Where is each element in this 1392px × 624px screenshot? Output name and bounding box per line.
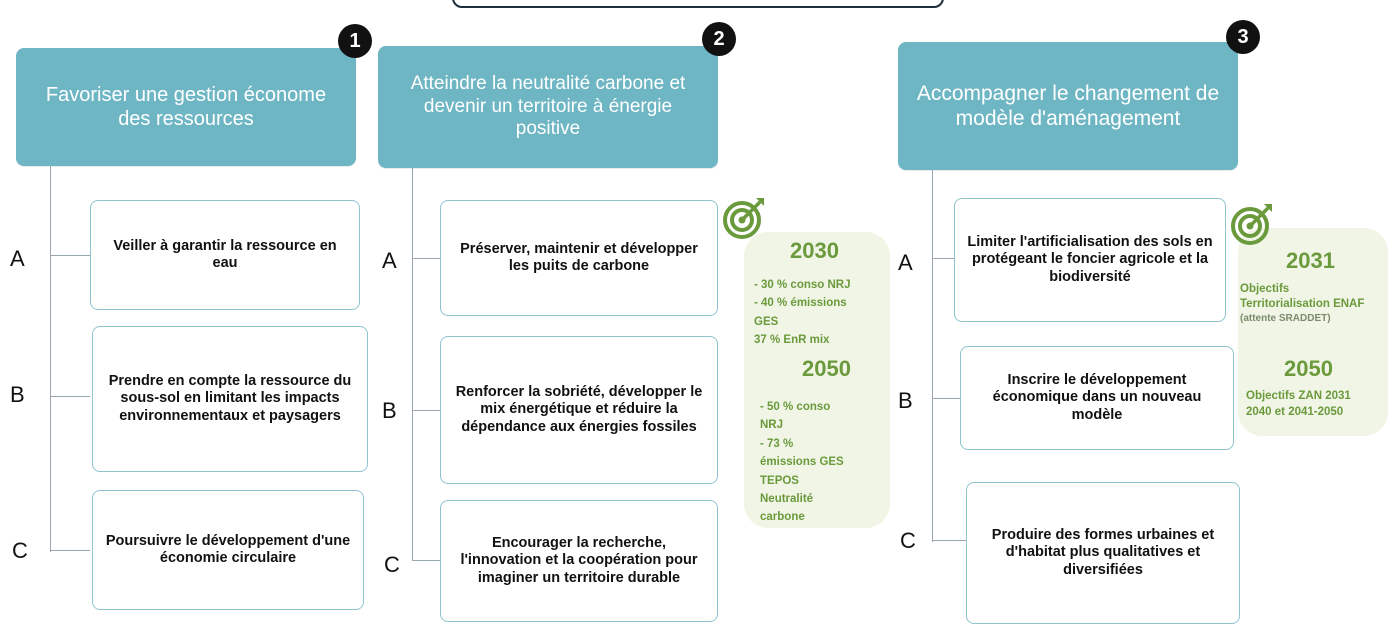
column-1-letter-a: A [10,246,25,271]
column-2-letter-a: A [382,248,397,273]
objective-line: Objectifs [1240,283,1290,295]
objective-line: NRJ [760,419,784,432]
column-1-card-c-text: Poursuivre le développement d'une économ… [105,532,351,566]
column-3-branch-c [932,540,966,541]
objective-line: TEPOS [760,474,799,487]
column-2-branch-c [412,560,440,561]
column-2-objectives-panel [744,232,890,528]
column-3-letter-c: C [900,528,916,553]
column-1-number: 1 [349,29,361,52]
column-1-branch-b [50,396,90,397]
column-1-card-b-text: Prendre en compte la ressource du sous-s… [108,372,352,424]
column-2-branch-a [412,258,440,259]
column-2-objectives-2030-list: - 30 % conso NRJ - 40 % émissions GES 37… [754,276,851,350]
column-3-letter-b: B [898,388,913,413]
column-3-objective-year-2050: 2050 [1284,356,1333,381]
column-2-letter-b: B [382,398,397,423]
column-1-branch-c [50,550,90,551]
column-3-objectives-2031-list: Objectifs Territorialisation ENAF (atten… [1240,282,1364,325]
column-1-title: Favoriser une gestion économe des ressou… [45,84,327,130]
column-2-card-a: Préserver, maintenir et développer les p… [440,200,718,316]
column-3-objectives-2050-list: Objectifs ZAN 2031 2040 et 2041-2050 [1246,388,1351,420]
column-2-card-c: Encourager la recherche, l'innovation et… [440,500,718,622]
column-2-branch-b [412,410,440,411]
column-2-header: Atteindre la neutralité carbone et deven… [378,46,718,168]
column-1-connector [50,166,51,552]
column-1-number-badge: 1 [338,24,372,58]
column-3-card-b-text: Inscrire le développement économique dan… [992,371,1202,423]
objective-line: - 73 % [760,437,794,450]
column-3-branch-a [932,258,954,259]
column-2-title: Atteindre la neutralité carbone et deven… [410,72,686,140]
objective-subnote: (attente SRADDET) [1240,312,1331,324]
objective-line: émissions GES [760,456,844,469]
column-3-objective-year-2031: 2031 [1286,248,1335,273]
column-1-card-b: Prendre en compte la ressource du sous-s… [92,326,368,472]
column-1-letter-c: C [12,538,28,563]
column-3-header: Accompagner le changement de modèle d'am… [898,42,1238,170]
objective-line: - 30 % conso NRJ [754,279,851,291]
column-3-card-c-text: Produire des formes urbaines et d'habita… [991,526,1215,578]
column-2-letter-c: C [384,552,400,577]
column-2-objective-year-2030: 2030 [790,238,839,263]
column-1-card-a-text: Veiller à garantir la ressource en eau [113,237,337,271]
column-3-branch-b [932,398,960,399]
column-3-connector [932,170,933,542]
column-2-card-a-text: Préserver, maintenir et développer les p… [460,240,698,274]
column-3-card-a: Limiter l'artificialisation des sols en … [954,198,1226,322]
column-2-card-b-text: Renforcer la sobriété, développer le mix… [455,383,703,435]
column-1-branch-a [50,255,90,256]
column-3-objectives-panel [1238,228,1388,436]
column-2-card-c-text: Encourager la recherche, l'innovation et… [460,534,698,586]
column-2-number: 2 [713,27,725,50]
column-2-objective-year-2050: 2050 [802,356,851,381]
column-3-number-badge: 3 [1226,20,1260,54]
objective-line: - 40 % émissions [754,297,847,310]
column-2-connector [412,168,413,560]
objective-line: - 50 % conso [760,401,831,413]
column-3-card-c: Produire des formes urbaines et d'habita… [966,482,1240,624]
column-3-title: Accompagner le changement de modèle d'am… [916,81,1220,130]
objective-line: Territorialisation ENAF [1240,297,1365,310]
column-1-card-c: Poursuivre le développement d'une économ… [92,490,364,610]
column-3-card-a-text: Limiter l'artificialisation des sols en … [967,233,1213,285]
column-1-card-a: Veiller à garantir la ressource en eau [90,200,360,310]
column-3-number: 3 [1237,25,1249,48]
column-2-card-b: Renforcer la sobriété, développer le mix… [440,336,718,484]
objective-line: Objectifs ZAN 2031 [1246,390,1351,402]
objective-line: carbone [760,511,805,524]
column-3-card-b: Inscrire le développement économique dan… [960,346,1234,450]
target-icon [1231,204,1272,245]
target-icon [723,198,764,239]
objective-line: Neutralité [760,492,814,505]
column-2-objectives-2050-list: - 50 % conso NRJ - 73 % émissions GES TE… [760,398,844,527]
top-title-frame [452,0,944,8]
column-3-letter-a: A [898,250,913,275]
objective-line: GES [754,315,779,328]
objective-line: 2040 et 2041-2050 [1246,406,1344,419]
column-1-header: Favoriser une gestion économe des ressou… [16,48,356,166]
column-2-number-badge: 2 [702,22,736,56]
objective-line: 37 % EnR mix [754,334,830,347]
column-1-letter-b: B [10,382,25,407]
